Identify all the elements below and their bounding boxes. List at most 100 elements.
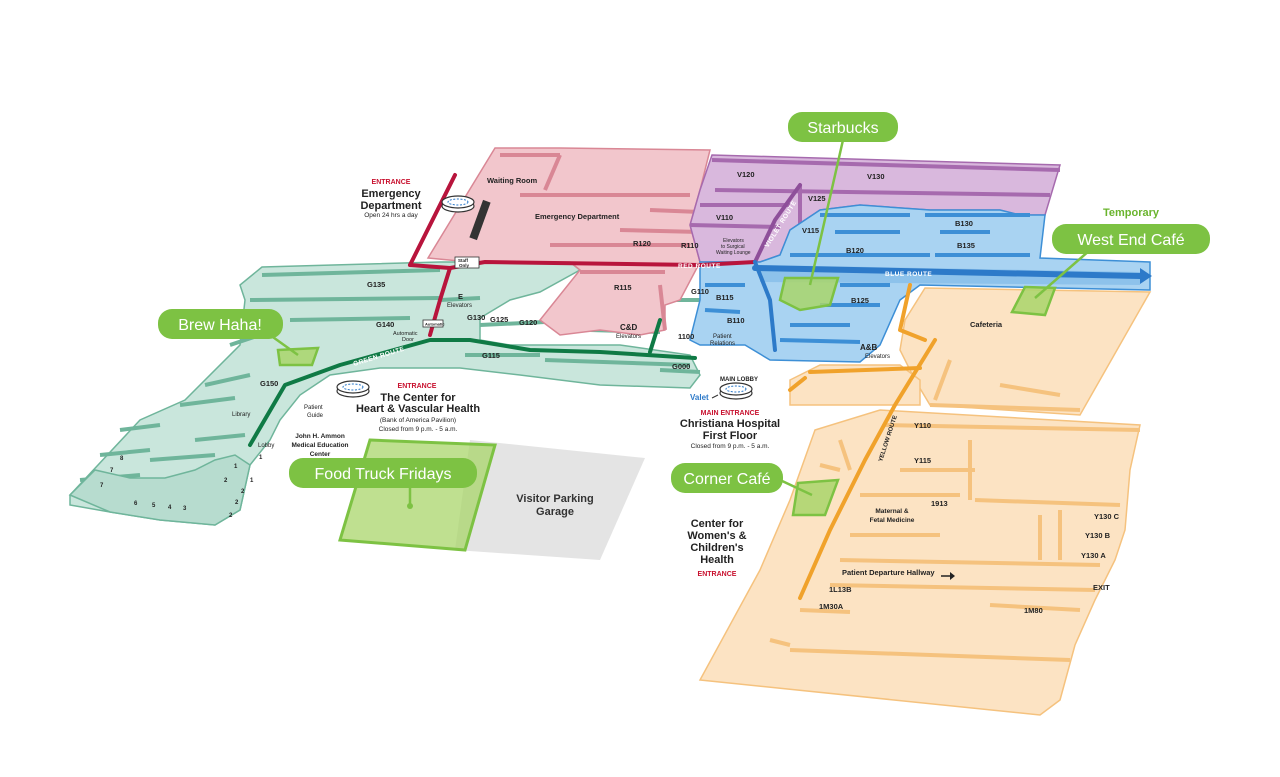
main-entrance-icon — [711, 382, 753, 400]
visitor-parking-garage — [455, 440, 645, 560]
red-route-label: RED ROUTE — [678, 263, 721, 270]
er-entrance-title-1: Emergency — [361, 188, 421, 200]
ab-elevators-label-1: A&B — [860, 343, 878, 352]
departure-hallway-label: Patient Departure Hallway — [842, 568, 935, 577]
ammon-label-1: John H. Ammon — [295, 433, 345, 440]
yellow-walls — [769, 359, 1141, 662]
y115-label: Y115 — [914, 456, 931, 465]
main-entrance-tag: MAIN ENTRANCE — [701, 410, 760, 417]
starbucks-label: Starbucks — [807, 120, 878, 137]
brew-haha-callout: Brew Haha! — [158, 309, 299, 357]
corner-cafe-area — [791, 478, 840, 517]
er-entrance-title-2: Department — [360, 200, 421, 212]
red-zone — [426, 147, 711, 336]
violet-route-line — [753, 183, 802, 264]
r110-label: R110 — [681, 241, 699, 250]
automatic-door-label-2: Door — [402, 337, 414, 343]
v120-label: V120 — [737, 170, 755, 179]
valet-label: Valet — [690, 393, 709, 402]
yellow-route-lobby — [788, 376, 807, 392]
g135-label: G135 — [367, 280, 385, 289]
ammon-label-3: Center — [310, 451, 331, 458]
patient-guide-label-1: Patient — [304, 405, 323, 411]
b110-label: B110 — [727, 316, 745, 325]
staff-only-label-2: Only — [459, 263, 469, 268]
room-8-label: 8 — [120, 456, 124, 462]
blue-route-label: BLUE ROUTE — [885, 271, 932, 278]
emergency-entrance-icon — [441, 195, 475, 213]
1m30a-label: 1M30A — [819, 602, 844, 611]
er-door — [469, 199, 491, 241]
room-1913-label: 1913 — [931, 499, 948, 508]
room-1c-label: 1 — [250, 478, 254, 484]
ab-elevators-label-2: Elevators — [865, 354, 890, 360]
g150-label: G150 — [260, 379, 278, 388]
temporary-label: Temporary — [1103, 207, 1160, 219]
g130-label: G130 — [467, 313, 485, 322]
women-center-title-2: Women's & — [687, 530, 746, 542]
brew-haha-label: Brew Haha! — [178, 317, 262, 334]
patient-relations-label-1: Patient — [713, 334, 732, 340]
yellow-route-link — [808, 366, 922, 374]
heart-entrance-title-2: Heart & Vascular Health — [356, 403, 480, 415]
room-5-label: 5 — [152, 503, 156, 509]
garage-label-1: Visitor Parking — [516, 493, 593, 505]
heart-entrance-title-1: The Center for — [380, 392, 456, 404]
elev-surgical-label-2: to Surgical — [721, 244, 745, 250]
g140-label: G140 — [376, 320, 394, 329]
main-entrance-title-2: First Floor — [703, 430, 758, 442]
g120-label: G120 — [519, 318, 537, 327]
1l13b-label: 1L13B — [829, 585, 852, 594]
green-route-line — [248, 338, 697, 447]
west-end-cafe-label: West End Café — [1077, 232, 1184, 249]
women-center-title-1: Center for — [691, 518, 744, 530]
room-4-label: 4 — [168, 505, 172, 511]
heart-entrance-tag: ENTRANCE — [398, 383, 437, 390]
exit-label: EXIT — [1093, 583, 1110, 592]
g110-label: G110 — [691, 287, 709, 296]
1m80-label: 1M80 — [1024, 606, 1043, 615]
blue-route-arrow — [1140, 268, 1152, 284]
n1100-label: 1100 — [678, 332, 694, 341]
starbucks-area — [778, 276, 840, 312]
room-2b-label: 2 — [241, 489, 245, 495]
starbucks-callout: Starbucks — [788, 112, 898, 286]
g000-label: G000 — [672, 362, 690, 371]
yellow-link — [789, 364, 921, 406]
y110-label: Y110 — [914, 421, 931, 430]
cd-elevators-label-2: Elevators — [616, 334, 641, 340]
er-entrance-sub: Open 24 hrs a day — [364, 212, 418, 219]
yellow-route-top — [898, 283, 927, 342]
green-route-branch — [648, 318, 662, 354]
v110-label: V110 — [716, 213, 733, 222]
heart-entrance-icon — [336, 380, 370, 398]
food-truck-callout: Food Truck Fridays — [289, 458, 477, 509]
maternal-label-1: Maternal & — [875, 508, 909, 515]
b135-label: B135 — [957, 241, 975, 250]
maternal-label-2: Fetal Medicine — [870, 517, 915, 524]
r115-label: R115 — [614, 283, 632, 292]
blue-zone-floor — [689, 204, 1151, 363]
brew-haha-area — [276, 346, 320, 367]
room-6-label: 6 — [134, 501, 138, 507]
b120-label: B120 — [846, 246, 864, 255]
room-2c-label: 2 — [235, 500, 239, 506]
blue-route-line — [753, 260, 777, 352]
elev-surgical-label-1: Elevators — [723, 238, 744, 244]
automatic-door-box-label: Automatic — [425, 322, 445, 327]
g125-label: G125 — [490, 315, 508, 324]
ammon-label-2: Medical Education — [291, 442, 348, 449]
main-entrance-title-1: Christiana Hospital — [680, 418, 780, 430]
room-3-label: 3 — [183, 506, 187, 512]
room-2a-label: 2 — [224, 478, 228, 484]
main-entrance-sub: Closed from 9 p.m. - 5 a.m. — [691, 443, 770, 450]
v130-label: V130 — [867, 172, 885, 181]
food-truck-label: Food Truck Fridays — [315, 466, 452, 483]
lobby-label: Lobby — [258, 443, 274, 449]
g115-label: G115 — [482, 351, 500, 360]
west-end-cafe-callout: Temporary West End Café — [1034, 207, 1210, 299]
blue-route-main — [752, 265, 1143, 279]
b115-label: B115 — [716, 293, 734, 302]
v125-label: V125 — [808, 194, 826, 203]
